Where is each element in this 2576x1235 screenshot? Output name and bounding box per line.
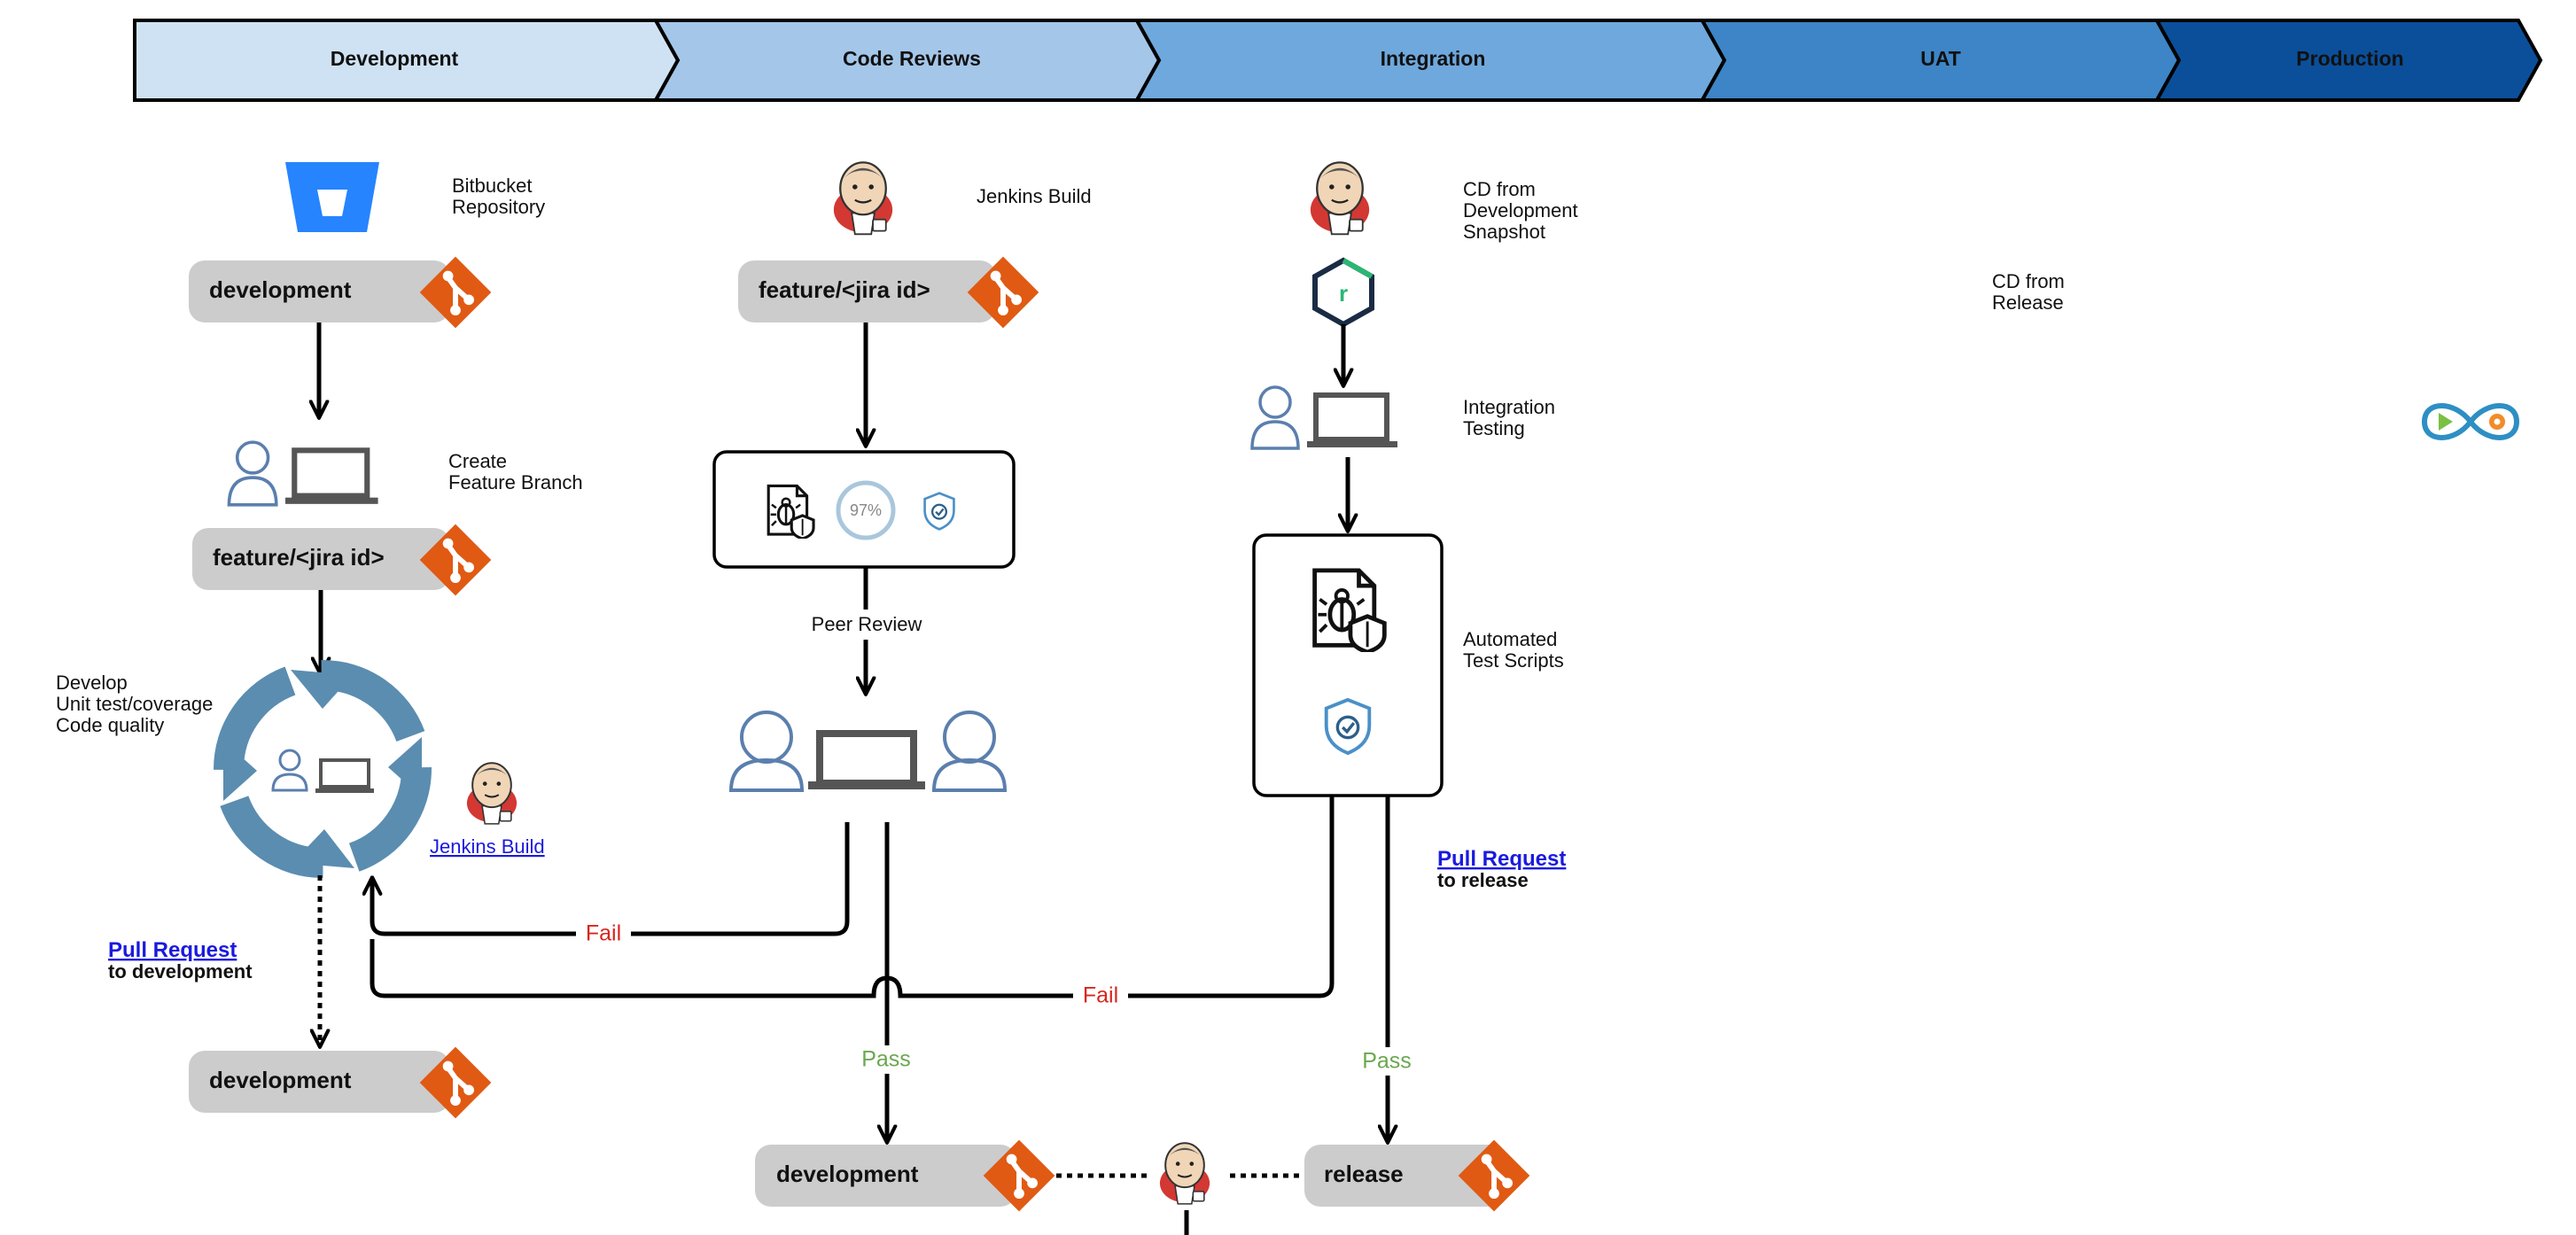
automated-label-line1: Automated bbox=[1463, 628, 1557, 650]
branch-label: development bbox=[209, 1067, 352, 1093]
develop-label-line1: Develop bbox=[56, 672, 128, 694]
developer-laptop-icon bbox=[1252, 387, 1397, 448]
cd-dev-label-line3: Snapshot bbox=[1463, 221, 1545, 243]
develop-label-line2: Unit test/coverage bbox=[56, 693, 213, 715]
branch-label: release bbox=[1324, 1161, 1404, 1187]
cd-release-label-line1: CD from bbox=[1992, 270, 2065, 292]
developer-laptop-icon bbox=[229, 442, 377, 505]
pull-request-release-link[interactable]: Pull Request bbox=[1437, 847, 1566, 871]
create-label-line2: Feature Branch bbox=[448, 471, 583, 493]
develop-label-line3: Code quality bbox=[56, 714, 164, 736]
refresh-cycle-icon bbox=[214, 660, 432, 878]
pass-label-review: Pass bbox=[861, 1047, 911, 1072]
branch-pill-release: release bbox=[1304, 1140, 1529, 1212]
jenkins-icon bbox=[465, 762, 518, 825]
fail-path-integration bbox=[370, 796, 1335, 998]
branch-pill-feature-dev: feature/<jira id> bbox=[192, 524, 491, 596]
stage-development: Development bbox=[133, 19, 681, 102]
create-label-line1: Create bbox=[448, 450, 507, 472]
cd-dev-label-line1: CD from bbox=[1463, 178, 1536, 200]
stage-production: Production bbox=[2153, 19, 2543, 102]
infinity-icon bbox=[2421, 403, 2520, 440]
fail-label-bg bbox=[1073, 982, 1128, 1010]
peer-review-label-bg bbox=[798, 610, 936, 640]
branch-label: feature/<jira id> bbox=[213, 544, 385, 571]
bug-report-icon bbox=[1315, 571, 1385, 652]
stage-label-production: Production bbox=[2296, 47, 2403, 70]
jenkins-icon bbox=[1309, 161, 1371, 236]
pull-request-dev-link[interactable]: Pull Request bbox=[108, 938, 237, 962]
stage-header: Development Code Reviews Integration UAT… bbox=[133, 19, 2543, 102]
branch-label: development bbox=[776, 1161, 919, 1187]
jenkins-build-link[interactable]: Jenkins Build bbox=[430, 835, 545, 858]
stage-label-integration: Integration bbox=[1381, 47, 1486, 70]
automated-tests-box bbox=[1252, 533, 1444, 797]
pull-request-dev-sub: to development bbox=[108, 960, 253, 983]
bitbucket-label-line1: Bitbucket bbox=[452, 175, 533, 197]
fail-label-review: Fail bbox=[586, 921, 621, 946]
cd-dev-label-line2: Development bbox=[1463, 199, 1578, 221]
stage-uat: UAT bbox=[1699, 19, 2182, 102]
branch-label: development bbox=[209, 276, 352, 303]
stage-code-reviews: Code Reviews bbox=[652, 19, 1162, 102]
bitbucket-label-line2: Repository bbox=[452, 196, 545, 218]
jenkins-build-label: Jenkins Build bbox=[977, 185, 1092, 207]
peer-review-team-icon bbox=[728, 711, 1008, 792]
branch-pill-development-bottom: development bbox=[189, 1047, 491, 1119]
rancher-letter: r bbox=[1339, 280, 1348, 307]
integration-label-line1: Integration bbox=[1463, 396, 1555, 418]
pass-label-bg bbox=[854, 1045, 922, 1074]
pass-label-integration: Pass bbox=[1362, 1049, 1412, 1074]
stage-label-development: Development bbox=[331, 47, 459, 70]
jenkins-icon bbox=[1158, 1142, 1211, 1205]
cd-release-label-line2: Release bbox=[1992, 291, 2064, 314]
peer-review-label: Peer Review bbox=[812, 613, 922, 635]
automated-label-line2: Test Scripts bbox=[1463, 649, 1564, 672]
stage-label-uat: UAT bbox=[1920, 47, 1961, 70]
fail-label-bg bbox=[576, 920, 631, 948]
review-checks-box: 97% bbox=[712, 450, 1016, 569]
stage-integration: Integration bbox=[1133, 19, 1727, 102]
rancher-icon: r bbox=[1312, 257, 1374, 328]
coverage-badge: 97% bbox=[850, 501, 882, 519]
stage-label-code-reviews: Code Reviews bbox=[843, 47, 981, 70]
branch-pill-development-merge: development bbox=[755, 1140, 1055, 1212]
fail-label-integration: Fail bbox=[1083, 983, 1118, 1008]
jenkins-icon bbox=[832, 161, 894, 236]
integration-label-line2: Testing bbox=[1463, 417, 1525, 439]
bitbucket-icon bbox=[285, 162, 379, 232]
pass-label-bg bbox=[1354, 1047, 1421, 1076]
branch-pill-development-top: development bbox=[189, 257, 491, 329]
pull-request-release-sub: to release bbox=[1437, 869, 1529, 891]
branch-pill-feature-review: feature/<jira id> bbox=[738, 257, 1039, 329]
branch-label: feature/<jira id> bbox=[759, 276, 930, 303]
bug-report-icon bbox=[767, 484, 815, 539]
